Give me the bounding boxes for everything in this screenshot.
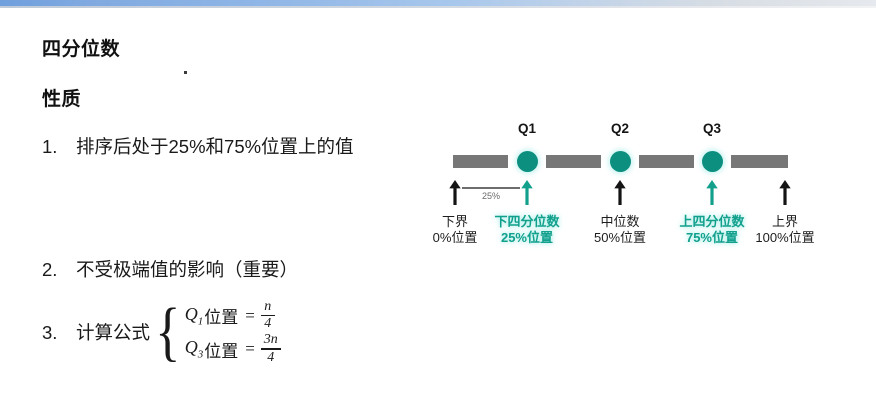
tick-label-median: 中位数 50%位置 — [594, 214, 646, 246]
formula-row-q1: Q1 位置 = n 4 — [185, 300, 281, 331]
up-arrow-icon — [521, 180, 534, 205]
q3-equals-sign: = — [245, 339, 255, 359]
span-label-25-percent: 25% — [481, 191, 501, 201]
text-column: 四分位数 性质 1. 排序后处于25%和75%位置上的值 2. 不受极端值的影响（重… — [42, 39, 354, 369]
tick-label-position: 0%位置 — [432, 229, 478, 245]
tick-label-name: 下四分位数 — [494, 214, 560, 229]
up-arrow-icon — [706, 180, 719, 205]
tick-label-name: 上四分位数 — [679, 214, 745, 229]
up-arrow-icon — [449, 180, 462, 205]
q1-numerator: n — [264, 299, 272, 314]
tick-label-position: 50%位置 — [593, 229, 647, 245]
q3-denominator: 4 — [267, 349, 275, 365]
list-item-number: 3. — [42, 322, 58, 344]
tick-label-lower-quartile: 下四分位数 25%位置 — [494, 214, 559, 246]
formula-item-label: 3. 计算公式 — [42, 319, 150, 345]
q1-fraction: n 4 — [260, 299, 275, 332]
list-item-number: 1. — [42, 136, 58, 157]
q3-numerator: 3n — [263, 332, 278, 348]
tick-label-name: 中位数 — [600, 214, 640, 229]
tick-label-position: 100%位置 — [755, 229, 815, 245]
tick-label-lower-bound: 下界 0%位置 — [433, 214, 478, 246]
stray-dot-artifact — [184, 71, 187, 74]
up-arrow-icon — [614, 180, 627, 205]
quartile-label-q3: Q3 — [702, 121, 722, 136]
left-curly-brace: { — [155, 295, 181, 369]
list-item-text: 不受极端值的影响（重要） — [76, 259, 299, 280]
q1-position-text: 位置 — [204, 308, 239, 328]
quartile-dot-q3 — [701, 151, 723, 172]
list-item-text: 计算公式 — [76, 322, 151, 344]
quartile-diagram: Q1 Q2 Q3 25% — [433, 110, 876, 275]
q1-denominator: 4 — [264, 316, 272, 332]
tick-label-position: 75%位置 — [685, 229, 739, 245]
bar-segment — [546, 155, 601, 168]
tick-label-upper-bound: 上界 100%位置 — [755, 214, 814, 246]
tick-label-name: 下界 — [441, 214, 469, 229]
q3-fraction: 3n 4 — [260, 332, 281, 365]
tick-label-position: 25%位置 — [500, 229, 554, 245]
list-item-formula: 3. 计算公式 { Q1 位置 = n 4 Q3 位置 = — [42, 295, 281, 369]
list-item-text: 排序后处于25%和75%位置上的值 — [76, 136, 354, 157]
q1-fraction-bar — [260, 315, 275, 317]
q3-symbol: Q3 — [184, 337, 204, 361]
formula-rows: Q1 位置 = n 4 Q3 位置 = 3n 4 — [185, 300, 281, 365]
list-item: 2. 不受极端值的影响（重要） — [42, 256, 298, 282]
q3-fraction-bar — [260, 348, 281, 350]
quartile-label-q2: Q2 — [610, 121, 630, 136]
quartile-label-q1: Q1 — [517, 121, 537, 136]
q1-symbol: Q1 — [184, 303, 204, 328]
top-decorative-gradient-bar — [0, 0, 876, 6]
list-item: 1. 排序后处于25%和75%位置上的值 — [42, 133, 354, 159]
section-heading-property: 性质 — [42, 89, 82, 110]
page-title: 四分位数 — [42, 39, 121, 60]
bar-segment — [731, 155, 788, 168]
bar-segment — [453, 155, 508, 168]
q1-equals-sign: = — [245, 305, 255, 325]
span-line-25-percent — [462, 187, 520, 189]
up-arrow-icon — [779, 180, 792, 205]
q3-position-text: 位置 — [204, 341, 239, 361]
top-bar-shadow — [0, 6, 876, 8]
tick-label-name: 上界 — [771, 214, 798, 229]
list-item-number: 2. — [42, 259, 58, 280]
formula-row-q3: Q3 位置 = 3n 4 — [185, 333, 281, 364]
bar-segment — [639, 155, 694, 168]
quartile-dot-q2 — [609, 151, 631, 172]
tick-label-upper-quartile: 上四分位数 75%位置 — [679, 214, 744, 246]
quartile-dot-q1 — [516, 151, 538, 172]
